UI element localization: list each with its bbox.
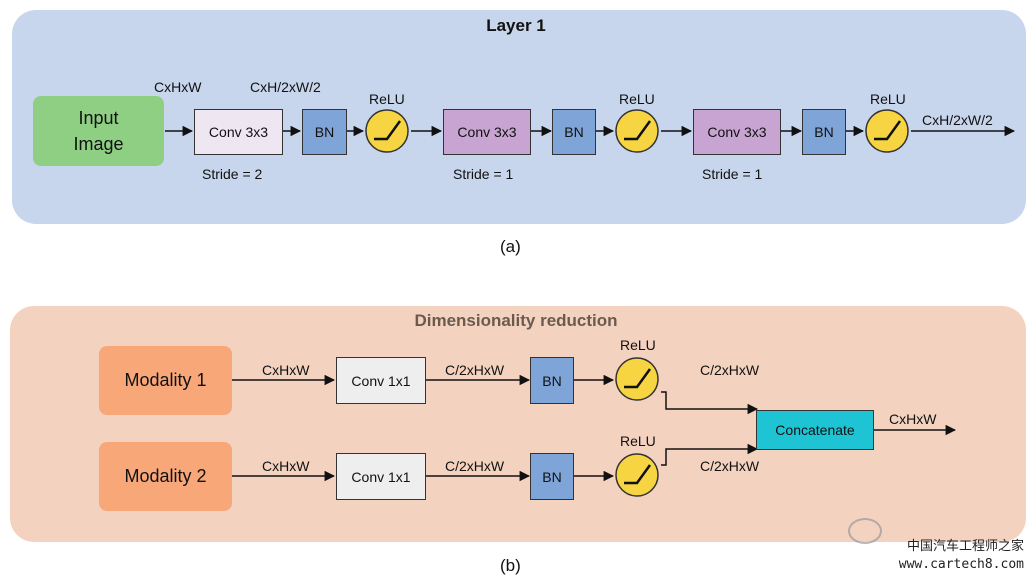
stride-label-3: Stride = 1	[702, 166, 763, 182]
concat-output-dims: CxHxW	[889, 411, 937, 427]
conv-block-1: Conv 3x3	[194, 109, 283, 155]
bn-block-2: BN	[552, 109, 596, 155]
row1-half-dims: C/2xHxW	[445, 362, 505, 378]
caption-b: (b)	[500, 556, 521, 575]
stride-label-1: Stride = 2	[202, 166, 263, 182]
bn-block-b2: BN	[530, 453, 574, 500]
panel-a-title: Layer 1	[486, 16, 546, 35]
relu-label-3: ReLU	[870, 91, 906, 107]
relu-label-b1: ReLU	[620, 337, 656, 353]
relu-label-b2: ReLU	[620, 433, 656, 449]
row1-out-dims: C/2xHxW	[700, 362, 760, 378]
relu-label-2: ReLU	[619, 91, 655, 107]
conv-block-2: Conv 3x3	[443, 109, 531, 155]
relu-icon-b1	[615, 357, 659, 401]
relu-icon-3	[865, 109, 909, 153]
output-dims-label: CxH/2xW/2	[922, 112, 993, 128]
modality-1-box: Modality 1	[99, 346, 232, 415]
watermark: 中国汽车工程师之家 www.cartech8.com	[899, 538, 1024, 574]
relu-icon-2	[615, 109, 659, 153]
watermark-line1: 中国汽车工程师之家	[906, 539, 1024, 554]
conv1x1-block-2: Conv 1x1	[336, 453, 426, 500]
conv-block-3: Conv 3x3	[693, 109, 781, 155]
stride-label-2: Stride = 1	[453, 166, 514, 182]
bn-block-3: BN	[802, 109, 846, 155]
stage1-dims-label: CxH/2xW/2	[250, 79, 321, 95]
relu-label-1: ReLU	[369, 91, 405, 107]
row2-out-dims: C/2xHxW	[700, 458, 760, 474]
row2-half-dims: C/2xHxW	[445, 458, 505, 474]
concatenate-block: Concatenate	[756, 410, 874, 450]
input-dims-label: CxHxW	[154, 79, 202, 95]
relu-icon-b2	[615, 453, 659, 497]
watermark-line2: www.cartech8.com	[898, 557, 1024, 572]
bn-block-b1: BN	[530, 357, 574, 404]
relu-icon-1	[365, 109, 409, 153]
row2-input-dims: CxHxW	[262, 458, 310, 474]
input-image-box: Input Image	[33, 96, 164, 166]
modality-2-box: Modality 2	[99, 442, 232, 511]
caption-a: (a)	[500, 237, 521, 256]
conv1x1-block-1: Conv 1x1	[336, 357, 426, 404]
bn-block-1: BN	[302, 109, 347, 155]
panel-b-title: Dimensionality reduction	[414, 311, 618, 330]
wechat-logo-icon	[848, 518, 882, 544]
row1-input-dims: CxHxW	[262, 362, 310, 378]
